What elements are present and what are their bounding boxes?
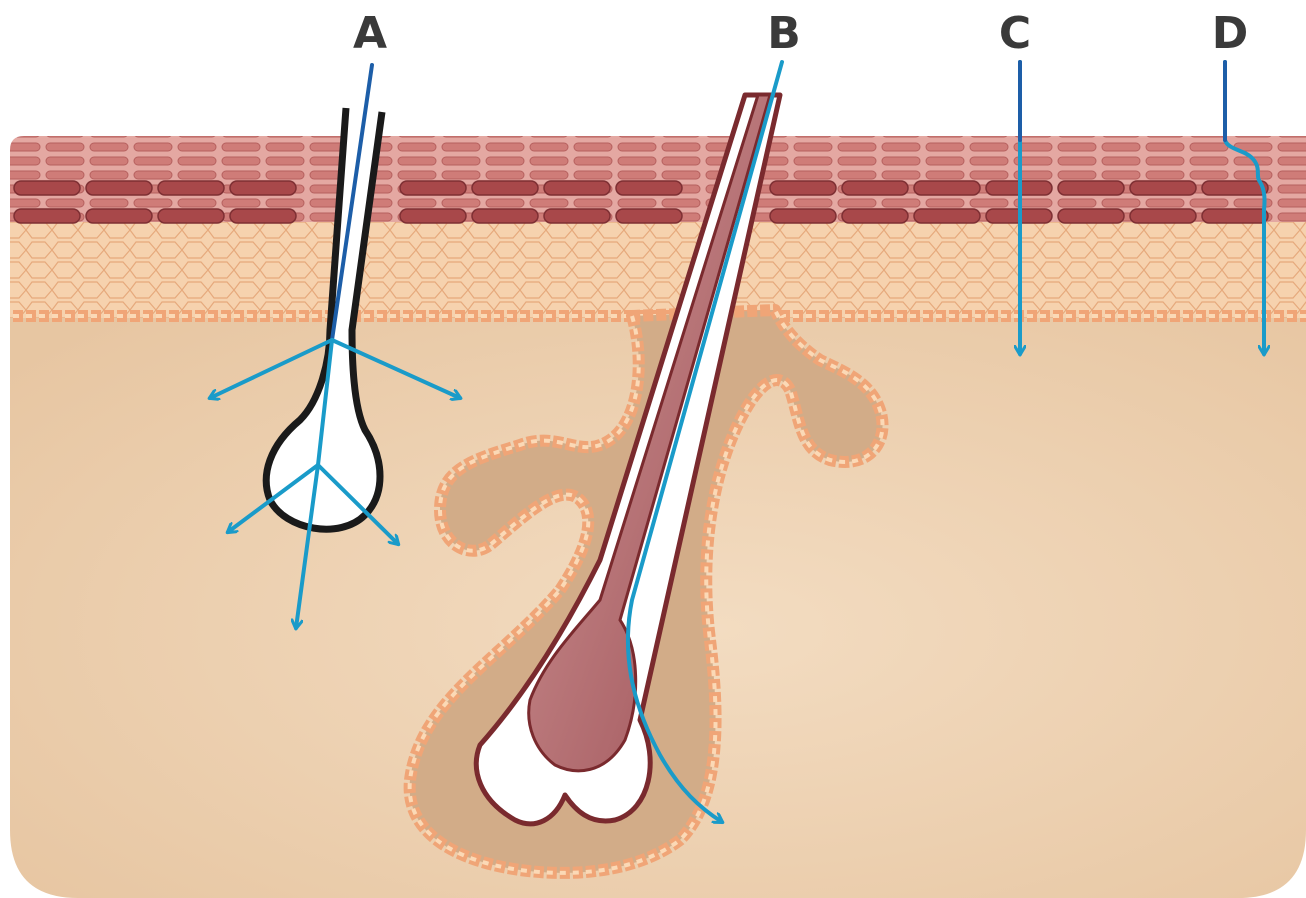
label-b: B [767, 8, 801, 59]
muscle-cell-icon [1058, 181, 1124, 195]
muscle-cell-icon [86, 209, 152, 223]
muscle-cell-icon [400, 209, 466, 223]
label-c: C [999, 8, 1031, 59]
muscle-cell-icon [230, 181, 296, 195]
label-d: D [1212, 8, 1249, 59]
muscle-cell-icon [1202, 209, 1268, 223]
muscle-cell-icon [842, 181, 908, 195]
label-a: A [353, 8, 387, 59]
muscle-cell-icon [770, 181, 836, 195]
muscle-cell-icon [544, 181, 610, 195]
muscle-cell-icon [1202, 181, 1268, 195]
muscle-cell-icon [770, 209, 836, 223]
muscle-cell-icon [472, 209, 538, 223]
muscle-cell-icon [1130, 181, 1196, 195]
muscle-cell-icon [158, 181, 224, 195]
muscle-cell-icon [230, 209, 296, 223]
muscle-cell-icon [1058, 209, 1124, 223]
muscle-cell-icon [14, 181, 80, 195]
muscle-cell-icon [914, 181, 980, 195]
muscle-cell-icon [472, 181, 538, 195]
muscle-cell-icon [616, 181, 682, 195]
muscle-cell-icon [544, 209, 610, 223]
muscle-cell-icon [400, 181, 466, 195]
muscle-cell-icon [158, 209, 224, 223]
muscle-cell-icon [842, 209, 908, 223]
muscle-cell-icon [616, 209, 682, 223]
muscle-cell-icon [86, 181, 152, 195]
muscle-cell-icon [914, 209, 980, 223]
muscle-cell-icon [14, 209, 80, 223]
epidermis-cell-layer [0, 218, 1306, 318]
muscle-cell-icon [1130, 209, 1196, 223]
